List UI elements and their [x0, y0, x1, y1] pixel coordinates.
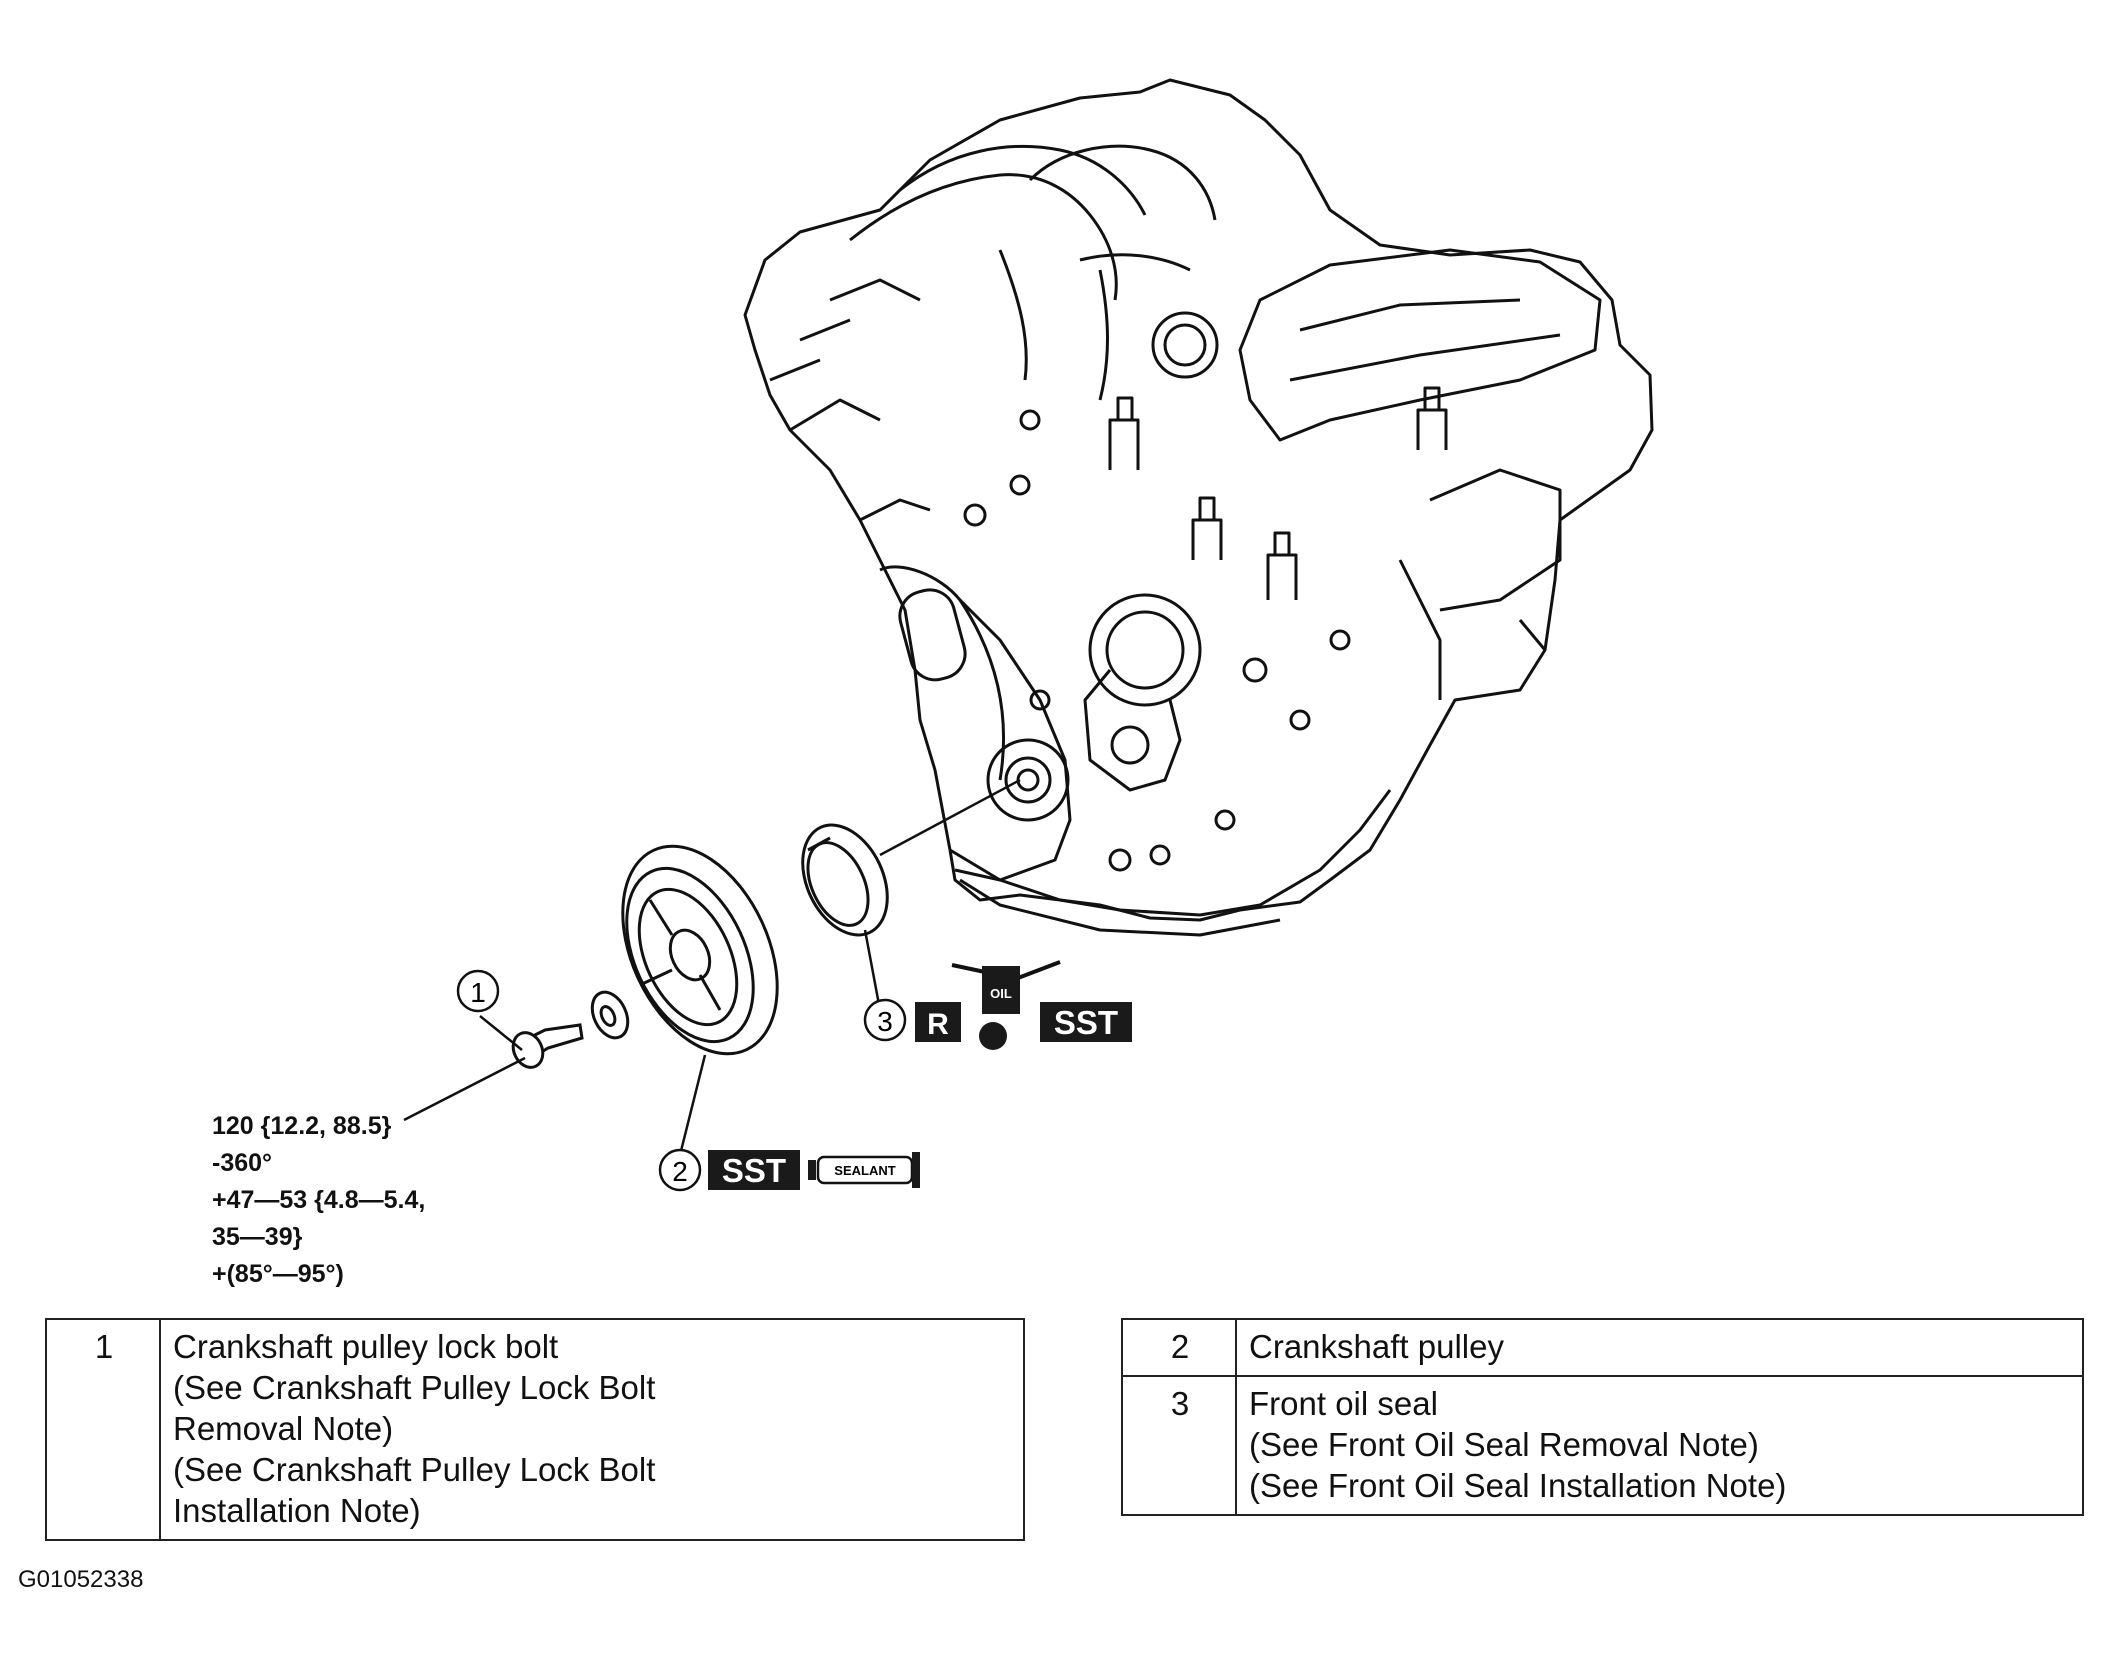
- svg-text:SST: SST: [1054, 1004, 1118, 1041]
- figure-id: G01052338: [18, 1566, 144, 1593]
- torque-line: -360°: [212, 1149, 273, 1177]
- part-description: Crankshaft pulley: [1235, 1318, 2084, 1377]
- part-description: Front oil seal (See Front Oil Seal Remov…: [1235, 1375, 2084, 1516]
- replace-badge: R: [915, 1002, 961, 1042]
- crankshaft-pulley-illustration: [621, 844, 779, 1056]
- torque-line: 120 {12.2, 88.5}: [212, 1112, 392, 1140]
- sealant-tube-icon: SEALANT: [808, 1152, 920, 1188]
- front-oil-seal-illustration: [801, 823, 889, 937]
- leader-lines: [403, 778, 1021, 1156]
- svg-text:OIL: OIL: [990, 986, 1012, 1001]
- part-description: Crankshaft pulley lock bolt (See Cranksh…: [159, 1318, 1025, 1541]
- part-number: 3: [1121, 1375, 1237, 1516]
- parts-table-left: 1 Crankshaft pulley lock bolt (See Crank…: [45, 1318, 1025, 1541]
- part-number: 1: [45, 1318, 161, 1541]
- table-row: 1 Crankshaft pulley lock bolt (See Crank…: [45, 1318, 1025, 1541]
- sst-badge: SST: [708, 1150, 800, 1190]
- lock-bolt-illustration: [511, 1023, 584, 1069]
- callout-1: 1: [456, 969, 500, 1013]
- svg-text:2: 2: [672, 1156, 688, 1187]
- part-number: 2: [1121, 1318, 1237, 1377]
- torque-spec: 120 {12.2, 88.5} -360° +47—53 {4.8—5.4, …: [212, 1108, 425, 1293]
- torque-line: +47—53 {4.8—5.4,: [212, 1186, 426, 1214]
- torque-line: +(85°—95°): [212, 1260, 344, 1288]
- callout-2: 2 SST SEALANT: [658, 1148, 920, 1192]
- svg-text:1: 1: [470, 977, 486, 1008]
- table-row: 2 Crankshaft pulley: [1121, 1318, 2084, 1377]
- table-row: 3 Front oil seal (See Front Oil Seal Rem…: [1121, 1375, 2084, 1516]
- sst-badge: SST: [1040, 1002, 1132, 1042]
- torque-line: 35—39}: [212, 1223, 303, 1251]
- parts-table-right: 2 Crankshaft pulley 3 Front oil seal (Se…: [1121, 1318, 2084, 1516]
- callout-3: 3 R OIL SST: [863, 960, 1132, 1050]
- svg-text:SST: SST: [722, 1152, 786, 1189]
- oil-can-icon: OIL: [951, 960, 1061, 1050]
- svg-text:SEALANT: SEALANT: [834, 1163, 895, 1178]
- svg-text:3: 3: [877, 1006, 893, 1037]
- engine-block-illustration: [743, 78, 1654, 937]
- exploded-engine-diagram: 1 2 SST SEALANT 3 R OIL: [403, 78, 1654, 1192]
- washer-illustration: [590, 990, 630, 1040]
- svg-text:R: R: [927, 1008, 949, 1041]
